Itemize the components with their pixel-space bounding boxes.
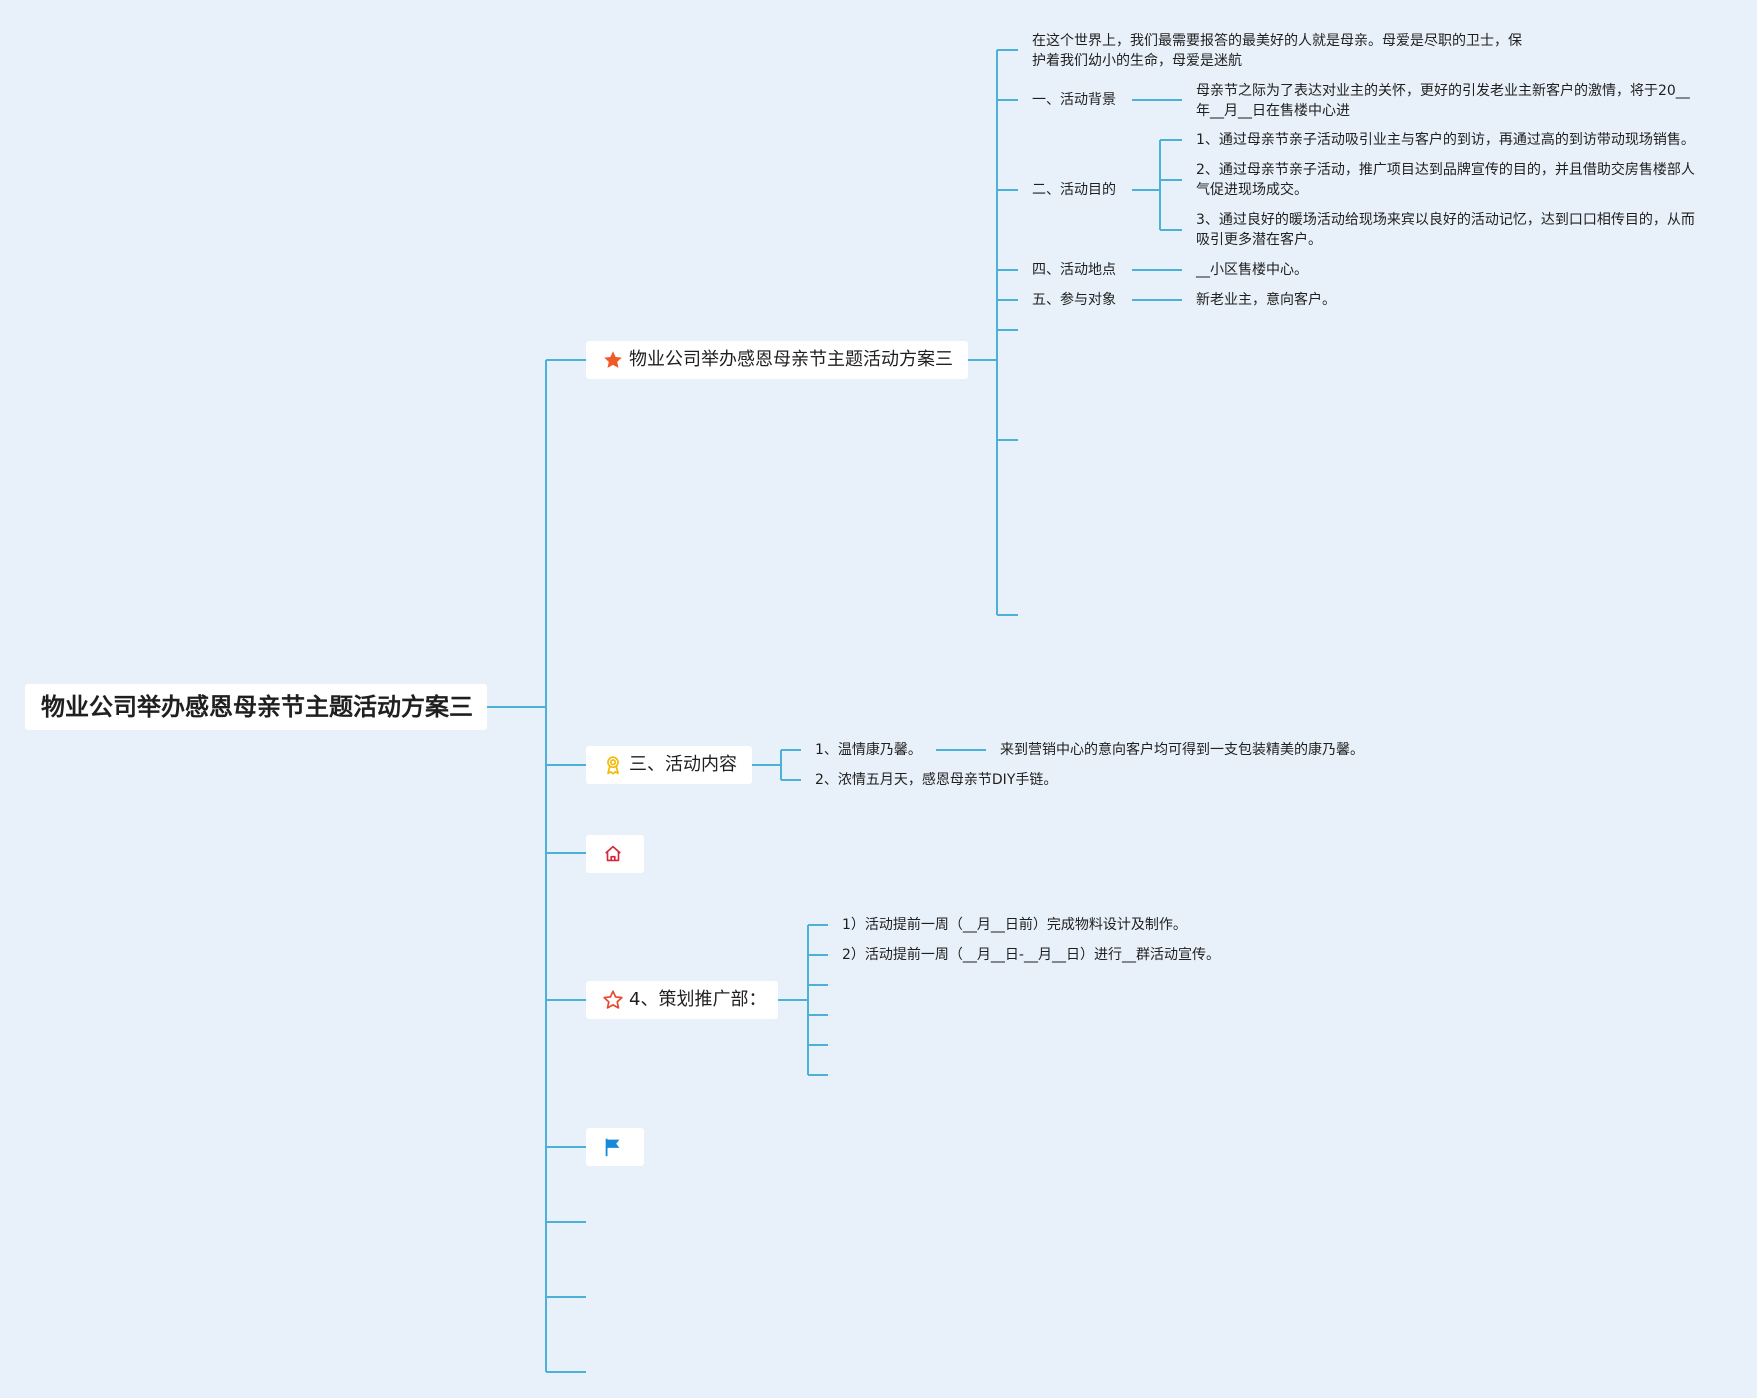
item-location-label[interactable]: 四、活动地点 [1032,262,1116,278]
branch-flag-topic[interactable] [586,1128,644,1166]
promotion-item-2[interactable]: 2）活动提前一周（__月__日-__月__日）进行__群活动宣传。 [842,947,1220,963]
branch-content-topic[interactable]: 三、活动内容 [586,746,752,784]
content-item-2[interactable]: 2、浓情五月天，感恩母亲节DIY手链。 [815,772,1058,788]
item-background-detail: 母亲节之际为了表达对业主的关怀，更好的引发老业主新客户的激情，将于20__年__… [1196,83,1690,119]
content-item-1[interactable]: 1、温情康乃馨。 [815,742,922,758]
purpose-sub-1: 1、通过母亲节亲子活动吸引业主与客户的到访，再通过高的到访带动现场销售。 [1196,132,1695,148]
item-participants-detail: 新老业主，意向客户。 [1196,292,1336,308]
branch-plan-topic[interactable]: 物业公司举办感恩母亲节主题活动方案三 [586,341,968,379]
branch-plan-title: 物业公司举办感恩母亲节主题活动方案三 [629,349,953,370]
item-background-label[interactable]: 一、活动背景 [1032,92,1116,108]
star-outline-icon [602,989,624,1011]
home-icon [602,843,624,865]
item-participants-label[interactable]: 五、参与对象 [1032,292,1116,308]
root-topic[interactable]: 物业公司举办感恩母亲节主题活动方案三 [25,684,487,730]
branch-content-title: 三、活动内容 [629,754,737,775]
branch-promotion-topic[interactable]: 4、策划推广部： [586,981,778,1019]
content-item-1-detail: 来到营销中心的意向客户均可得到一支包装精美的康乃馨。 [1000,742,1364,758]
branch-home-topic[interactable] [586,835,644,873]
flag-icon [602,1136,624,1158]
star-filled-icon [602,349,624,371]
item-purpose-label[interactable]: 二、活动目的 [1032,182,1116,198]
purpose-sub-3: 3、通过良好的暖场活动给现场来宾以良好的活动记忆，达到口口相传目的，从而吸引更多… [1196,212,1695,248]
branch-promotion-title: 4、策划推广部： [629,989,767,1010]
promotion-item-1[interactable]: 1）活动提前一周（__月__日前）完成物料设计及制作。 [842,917,1187,933]
intro-text: 在这个世界上，我们最需要报答的最美好的人就是母亲。母爱是尽职的卫士，保护着我们幼… [1032,33,1522,69]
item-location-detail: __小区售楼中心。 [1196,262,1308,278]
award-ribbon-icon [602,754,624,776]
purpose-sub-2: 2、通过母亲节亲子活动，推广项目达到品牌宣传的目的，并且借助交房售楼部人气促进现… [1196,162,1695,198]
